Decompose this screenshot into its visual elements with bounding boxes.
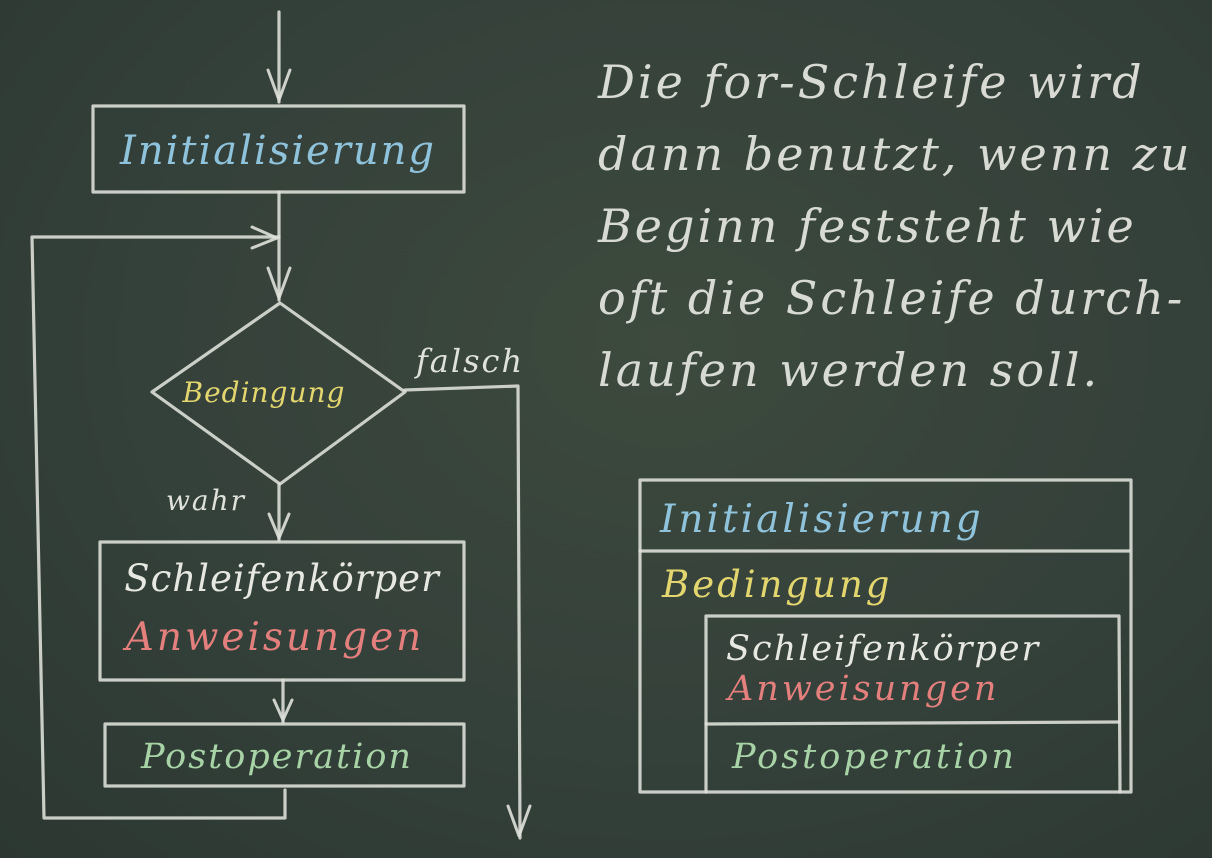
body-arrowhead bbox=[267, 512, 291, 540]
condition-arrowhead bbox=[266, 266, 292, 300]
nsd-body-title: Schleifenkörper bbox=[726, 629, 1041, 669]
nsd-body-divider bbox=[704, 720, 1121, 726]
nsd-inner-frame bbox=[704, 614, 1122, 794]
entry-arrowhead bbox=[266, 68, 292, 102]
exit-arrowhead bbox=[506, 804, 532, 838]
flow-postop-label: Postoperation bbox=[140, 737, 413, 777]
flow-postop-box bbox=[103, 722, 466, 788]
false-branch-line bbox=[403, 384, 522, 840]
flowchart: Initialisierung Bedingung falsch wahr Sc… bbox=[30, 10, 532, 840]
loop-back-arrowhead bbox=[250, 225, 279, 250]
flow-init-label: Initialisierung bbox=[119, 128, 436, 174]
nsd-condition-label: Bedingung bbox=[661, 563, 892, 606]
description-line: Beginn feststeht wie bbox=[598, 199, 1137, 253]
nsd-outer-frame bbox=[638, 478, 1133, 794]
loop-back-line bbox=[30, 235, 287, 820]
true-branch-label: wahr bbox=[166, 484, 246, 517]
flow-condition-label: Bedingung bbox=[182, 376, 346, 409]
description-line: oft die Schleife durch- bbox=[598, 271, 1186, 325]
flow-body-statements: Anweisungen bbox=[123, 615, 425, 660]
description-line: dann benutzt, wenn zu bbox=[598, 127, 1193, 181]
description-line: laufen werden soll. bbox=[598, 343, 1101, 397]
description-paragraph: Die for-Schleife wird dann benutzt, wenn… bbox=[598, 46, 1193, 406]
nsd-body-statements: Anweisungen bbox=[725, 669, 999, 709]
description-line: Die for-Schleife wird bbox=[598, 55, 1145, 109]
nsd-init-label: Initialisierung bbox=[659, 497, 984, 542]
postop-arrowhead bbox=[272, 698, 294, 722]
false-branch-label: falsch bbox=[414, 342, 524, 380]
nsd-postop-label: Postoperation bbox=[731, 737, 1017, 777]
struktogramm: Initialisierung Bedingung Schleifenkörpe… bbox=[638, 478, 1133, 794]
flow-body-title: Schleifenkörper bbox=[124, 557, 441, 600]
